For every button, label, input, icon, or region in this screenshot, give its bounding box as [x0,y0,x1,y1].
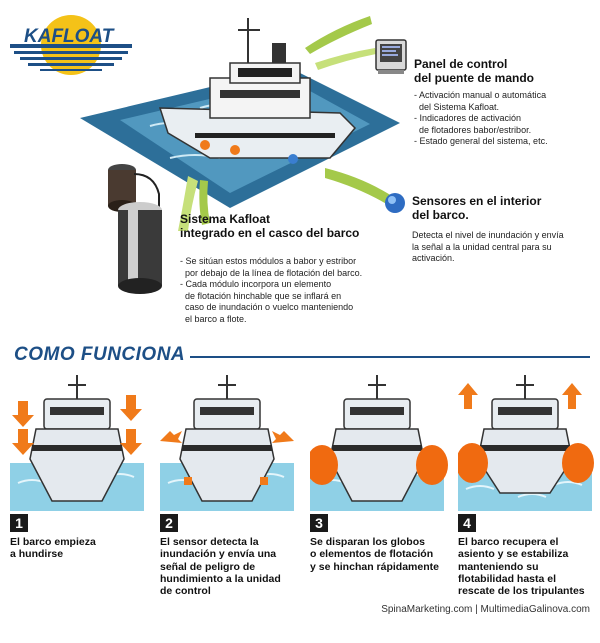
float-module-icon [200,140,210,150]
float-balloon-icon [458,443,488,483]
kafloat-feature-item: por debajo de la línea de flotación del … [185,267,363,278]
step-text-line: asiento y se estabiliza [458,548,569,561]
step-description: El barco recupera el asiento y se estabi… [458,536,600,597]
step-text-line: manteniendo su [458,560,539,573]
step-text-line: El sensor detecta la [160,536,259,548]
sensors-text-line: activación. [412,253,455,264]
kafloat-feature-item: el barco a flote. [185,313,247,324]
kafloat-module-illustration [108,164,162,294]
step-text-line: Se disparan los globos [310,536,425,548]
sensor-icon [288,154,298,164]
control-panel-icon [375,39,407,74]
sensors-description: Detecta el nivel de inundación y envía l… [412,230,598,265]
float-module-icon [230,145,240,155]
kafloat-logo: KAFLOAT [10,15,132,75]
step-description: Se disparan los globos o elementos de fl… [310,536,452,573]
step-2-illustration [160,375,294,511]
kafloat-feature-item: caso de inundación o vuelco manteniendo [185,302,354,313]
step-text-line: hundimiento a la unidad [160,572,281,585]
hero-boat-illustration [80,16,400,231]
sensors-text-line: la señal a la unidad central para su [412,241,552,252]
step-text-line: señal de peligro de [160,560,256,573]
panel-title-line: Panel de control [414,57,508,71]
panel-feature-item: - Indicadores de activación [414,113,522,124]
sensors-title: Sensores en el interior del barco. [412,194,592,222]
step-number: 1 [10,514,28,532]
step-text-line: El barco recupera el [458,536,559,548]
panel-feature-list: - Activación manual o automática del Sis… [414,90,598,148]
step-3-illustration [310,375,448,511]
step-number: 2 [160,514,178,532]
kafloat-title-line: Sistema Kafloat [180,212,271,226]
section-title: COMO FUNCIONA [14,344,186,365]
float-balloon-icon [416,445,448,485]
step-1: 1 El barco empieza a hundirse [10,373,152,643]
step-1-illustration [10,375,144,511]
kafloat-feature-item: de flotación hinchable que se inflará en [185,290,342,301]
step-description: El barco empieza a hundirse [10,536,152,561]
step-2: 2 El sensor detecta la inundación y enví… [160,373,302,643]
step-text-line: rescate de los tripulantes [458,585,585,598]
step-description: El sensor detecta la inundación y envía … [160,536,302,597]
footer-credits: SpinaMarketing.com | MultimediaGalinova.… [381,604,590,615]
kafloat-feature-item: - Cada módulo incorpora un elemento [180,279,332,290]
step-number: 3 [310,514,328,532]
panel-feature-item: - Estado general del sistema, etc. [414,136,548,147]
panel-feature-item: del Sistema Kafloat. [419,101,500,112]
kafloat-system-title: Sistema Kafloat integrado en el casco de… [180,212,400,240]
kafloat-title-line: integrado en el casco del barco [180,226,360,240]
step-text-line: flotabilidad hasta el [458,572,557,585]
step-4: 4 El barco recupera el asiento y se esta… [458,373,600,643]
sensors-title-line: del barco. [412,208,469,222]
kafloat-feature-list: - Se sitúan estos módulos a babor y estr… [180,256,400,326]
step-text-line: de control [160,585,211,598]
float-balloon-icon [562,443,594,483]
sensors-text-line: Detecta el nivel de inundación y envía [412,230,564,240]
step-text-line: o elementos de flotación [310,548,434,561]
panel-title-line: del puente de mando [414,71,535,85]
step-text-line: inundación y envía una [160,548,277,561]
panel-title: Panel de control del puente de mando [414,57,594,85]
step-text-line: y se hinchan rápidamente [310,560,439,573]
step-3: 3 Se disparan los globos o elementos de … [310,373,452,643]
sensors-title-line: Sensores en el interior [412,194,542,208]
step-text-line: a hundirse [10,548,64,561]
section-divider [190,356,590,358]
step-number: 4 [458,514,476,532]
panel-feature-item: de flotadores babor/estribor. [419,124,532,135]
step-4-illustration [458,375,594,511]
panel-feature-item: - Activación manual o automática [414,90,547,100]
sensor-orb-icon [385,193,405,213]
float-balloon-icon [310,445,338,485]
logo-text: KAFLOAT [24,26,115,47]
step-text-line: El barco empieza [10,536,96,548]
kafloat-feature-item: - Se sitúan estos módulos a babor y estr… [180,256,357,266]
